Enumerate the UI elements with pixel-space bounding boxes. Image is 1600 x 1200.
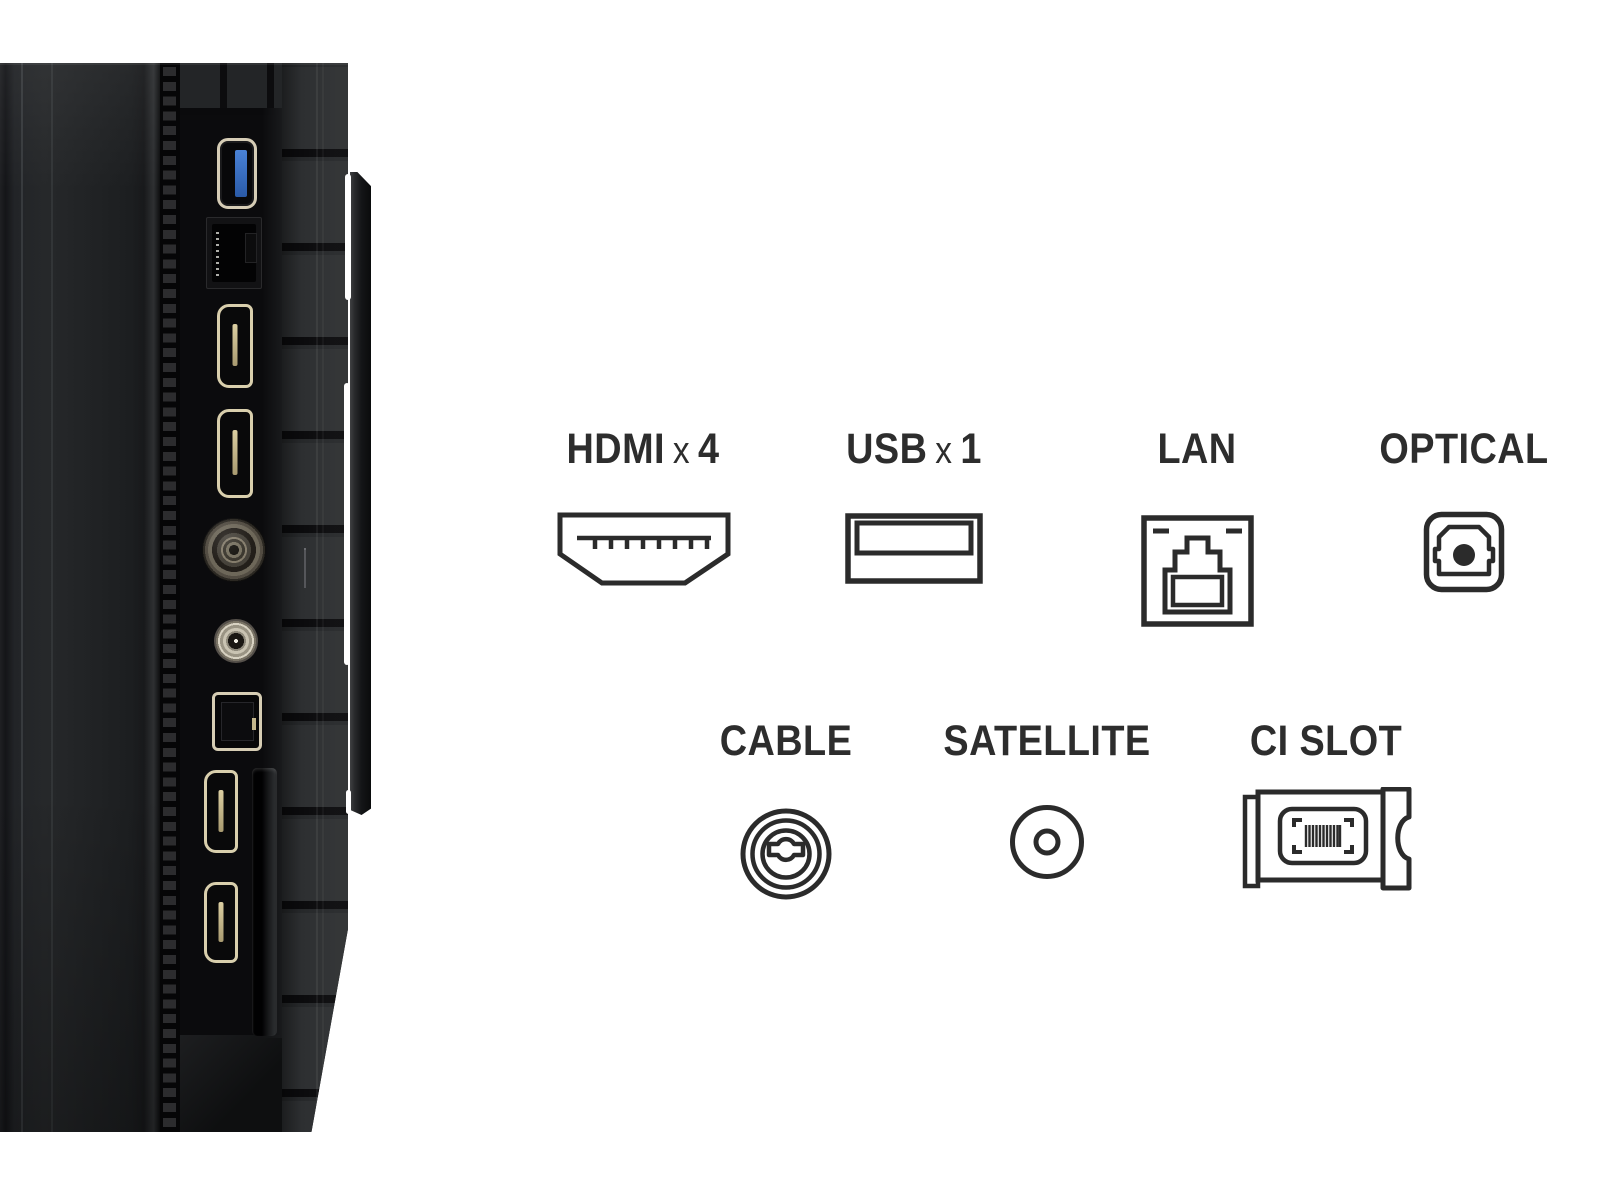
usb-multiplier: x [935,430,953,472]
satellite-label: SATELLITE [943,720,1150,763]
bracket-gap [346,790,351,814]
vent-teeth-strip [160,63,180,1132]
satellite-port-icon [1010,805,1084,879]
photo-ci-card-slot [252,768,277,1036]
usb-port-icon [845,513,983,584]
usb-label-text: USB [846,425,928,473]
cable-label: CABLE [720,720,853,763]
cable-label-text: CABLE [719,717,853,765]
hdmi-count: 4 [697,425,720,473]
ci-slot-icon [1242,787,1412,891]
panel-top-edge [0,63,348,65]
lan-clip-slot [245,233,257,263]
photo-lan-port [206,217,262,289]
optical-opening [221,702,254,741]
lan-label: LAN [1157,428,1236,471]
lan-pins [216,232,219,276]
panel-clip-detail [304,548,306,588]
tv-panel-body [0,63,348,1132]
cable-port-icon [740,808,832,900]
photo-hdmi-port-2 [217,409,253,498]
lan-port-icon [1141,515,1254,627]
vent-grid-top [180,63,282,115]
photo-cable-antenna-port [202,518,266,582]
optical-label-text: OPTICAL [1379,425,1549,473]
mount-bracket [350,172,371,815]
ci-slot-label: CI SLOT [1250,720,1402,763]
photo-hdmi-port-4 [204,882,238,963]
photo-usb-port [217,138,257,209]
optical-contact [252,718,256,730]
satellite-label-text: SATELLITE [943,717,1151,765]
vent-grid-right [282,63,348,1132]
photo-satellite-port [214,619,258,663]
lan-label-text: LAN [1157,425,1237,473]
tv-panel-smooth-side [0,63,160,1132]
usb-blue-tongue [235,150,247,197]
panel-seam-line [21,63,23,1132]
photo-hdmi-port-1 [217,304,253,388]
photo-hdmi-port-3 [204,770,238,853]
optical-port-icon [1423,511,1505,593]
panel-seam-line [51,63,53,1132]
ci-slot-label-text: CI SLOT [1249,717,1403,765]
bracket-gap [344,383,350,665]
optical-label: OPTICAL [1379,428,1548,471]
photo-optical-port [212,692,262,751]
panel-bottom-shade [180,1035,282,1132]
hdmi-port-icon [557,512,731,586]
bracket-gap [345,174,351,300]
tv-rear-panel-photo [0,63,380,1132]
hdmi-label-text: HDMI [566,425,665,473]
usb-count: 1 [960,425,982,473]
hdmi-multiplier: x [672,430,691,472]
